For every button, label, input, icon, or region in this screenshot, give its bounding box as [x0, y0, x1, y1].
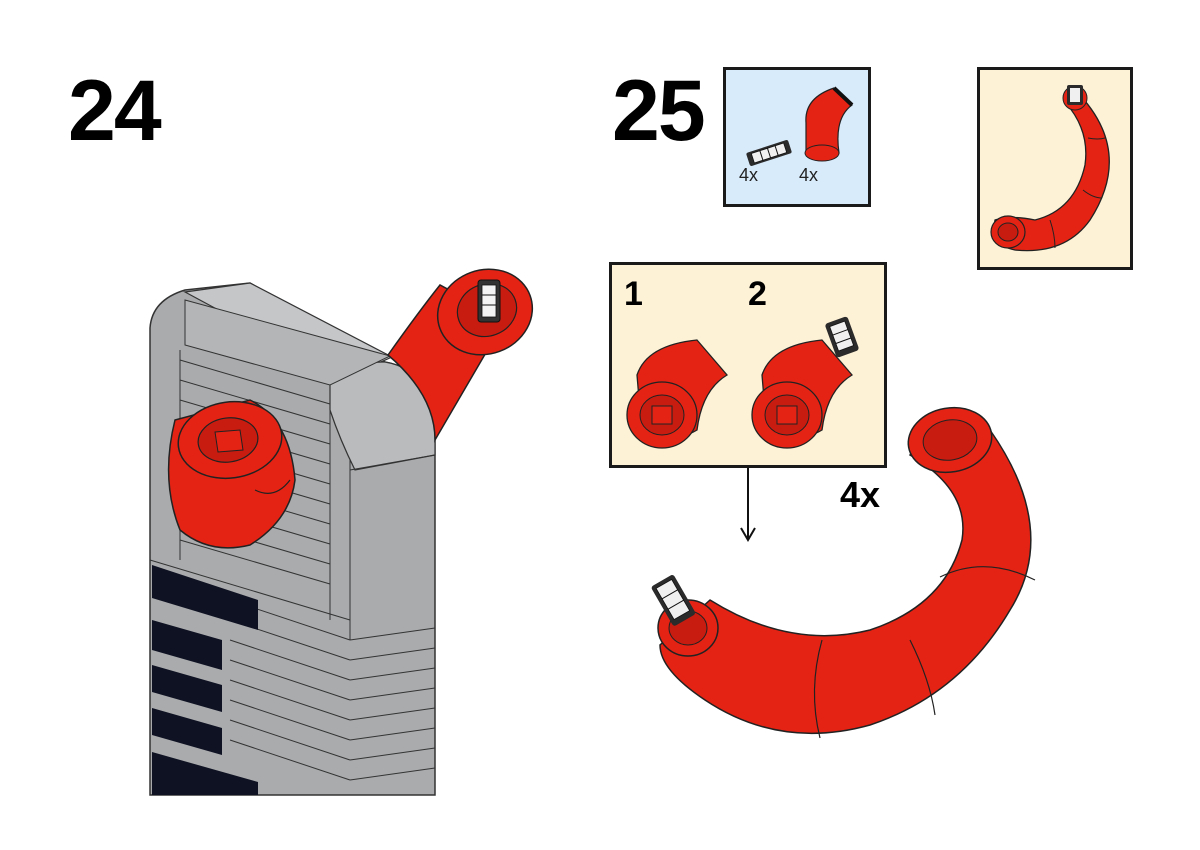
substep-callout-box: 1 2 [609, 262, 887, 468]
substep-2-elbow-with-connector [751, 316, 859, 449]
substep-number-1: 1 [624, 275, 643, 313]
substep-number-2: 2 [748, 275, 767, 313]
red-pipe-elbow-quantity: 4x [799, 165, 819, 185]
repeat-count: 4x [840, 474, 881, 515]
curved-pipe-preview [990, 85, 1110, 252]
axle-connector-quantity: 4x [739, 165, 759, 185]
axle-connector-icon [746, 140, 792, 166]
red-pipe-front [167, 399, 296, 549]
red-pipe-top [386, 268, 534, 443]
result-preview-box [977, 67, 1133, 270]
parts-list-box: 4x 4x [723, 67, 871, 207]
step-number-25: 25 [612, 63, 706, 159]
red-pipe-elbow-icon [804, 86, 854, 162]
step-number-24: 24 [68, 63, 162, 159]
down-arrow-icon [740, 468, 756, 542]
substep-1-elbow [626, 339, 728, 449]
gray-tower [149, 282, 436, 796]
